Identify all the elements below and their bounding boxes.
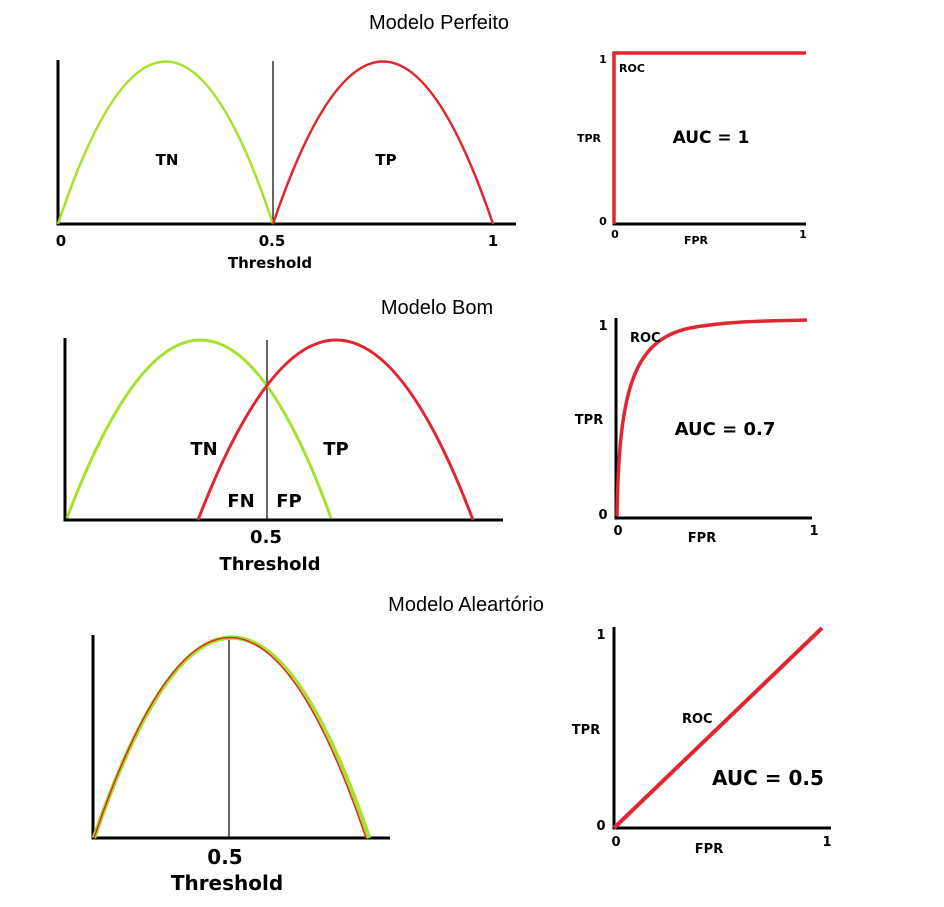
panel2-negative-curve	[65, 338, 333, 519]
panel1-roc-plot: ROC AUC = 1 TPR 1 0 0 1 FPR	[577, 51, 807, 247]
panel2-roc-label: ROC	[630, 331, 661, 346]
panel2-tpr-label: TPR	[575, 413, 603, 428]
panel3-roc-x0: 0	[611, 835, 620, 850]
panel3-roc-y1: 1	[596, 628, 605, 643]
panel1-title: Modelo Perfeito	[369, 12, 509, 34]
panel2-positive-curve	[196, 338, 475, 521]
panel1-tp-label: TP	[375, 151, 396, 169]
panel1-roc-y0: 0	[599, 215, 607, 228]
panel1-roc-curve	[612, 51, 806, 224]
panel2-roc-y1: 1	[598, 319, 607, 334]
panel1-fpr-label: FPR	[684, 234, 709, 247]
panel3-roc-x1: 1	[822, 835, 831, 850]
panel3-dist-axes	[91, 635, 390, 840]
panel3-roc-y0: 0	[596, 819, 605, 834]
panel1-tick-1: 1	[488, 232, 498, 250]
panel2-roc-x1: 1	[809, 524, 818, 539]
panel2-roc-plot: ROC AUC = 0.7 TPR 1 0 0 1 FPR	[575, 318, 819, 546]
panel3-title: Modelo Aleartório	[388, 594, 544, 616]
panel3-tick-05: 0.5	[207, 845, 242, 869]
panel1-tick-0: 0	[56, 232, 66, 250]
panel1-positive-curve	[271, 60, 495, 225]
panel1-roc-y1: 1	[599, 53, 607, 66]
panel1-roc-label: ROC	[619, 62, 645, 75]
panel2-roc-y0: 0	[598, 508, 607, 523]
panel2-roc-axes	[614, 318, 812, 520]
panel2-fpr-label: FPR	[688, 531, 716, 546]
panel2-roc-curve	[615, 318, 808, 517]
panel3-distribution-plot: 0.5 Threshold	[91, 635, 390, 895]
panel2-tp-label: TP	[323, 439, 348, 460]
panel3-positive-curve	[93, 636, 367, 839]
panel3-fpr-label: FPR	[695, 842, 723, 857]
panel3-threshold-label: Threshold	[171, 871, 283, 895]
panel2-roc-x0: 0	[613, 524, 622, 539]
panel2-auc-label: AUC = 0.7	[675, 419, 776, 440]
panel3-roc-label: ROC	[682, 712, 713, 727]
panel2-distribution-plot: TN TP FN FP 0.5 Threshold	[63, 338, 503, 575]
panel2-tn-label: TN	[190, 439, 217, 460]
panel2-tick-05: 0.5	[250, 527, 282, 548]
panel3-negative-curve	[91, 635, 372, 839]
panel1-tick-05: 0.5	[259, 232, 286, 250]
panel1-roc-x0: 0	[611, 228, 619, 241]
panel2-title: Modelo Bom	[381, 297, 493, 319]
panel2-threshold-label: Threshold	[219, 554, 320, 575]
panel1-tpr-label: TPR	[577, 132, 602, 145]
panel3-roc-plot: ROC AUC = 0.5 TPR 1 0 0 1 FPR	[572, 626, 832, 857]
panel2-dist-axes	[63, 338, 503, 522]
panel2-fp-label: FP	[276, 491, 302, 512]
panel1-distribution-plot: TN TP 0 0.5 1 Threshold	[56, 60, 516, 272]
panel1-threshold-label: Threshold	[228, 254, 312, 272]
panel1-tn-label: TN	[156, 151, 179, 169]
panel3-tpr-label: TPR	[572, 723, 600, 738]
panel1-roc-x1: 1	[799, 228, 807, 241]
panel3-auc-label: AUC = 0.5	[712, 766, 824, 790]
panel1-negative-curve	[56, 60, 275, 225]
panel3-roc-curve	[612, 626, 824, 830]
panel2-fn-label: FN	[227, 491, 254, 512]
panel1-auc-label: AUC = 1	[673, 128, 750, 148]
